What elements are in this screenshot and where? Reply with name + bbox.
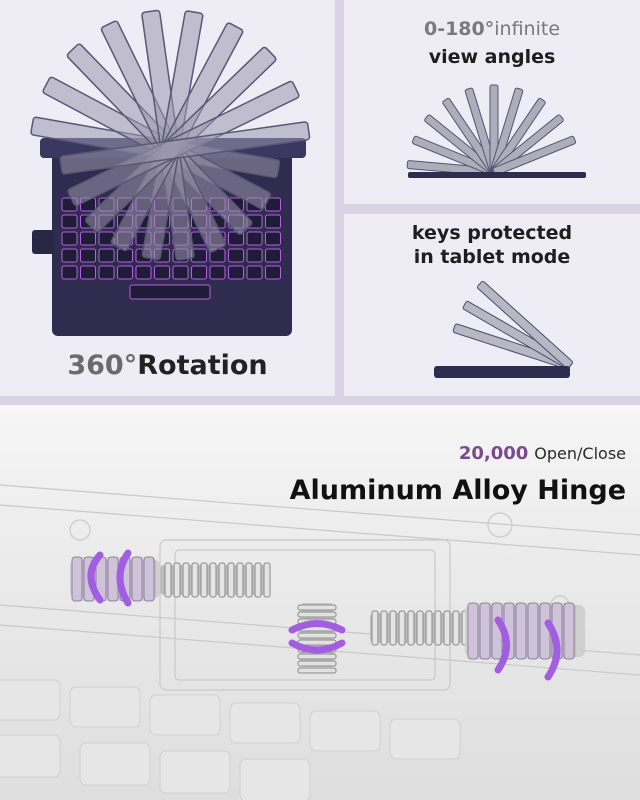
key <box>246 265 263 280</box>
key <box>135 265 152 280</box>
rotation-title: 360°Rotation <box>0 350 335 381</box>
rotation-number: 360° <box>67 350 138 381</box>
view-angles-label: view angles <box>428 46 556 68</box>
rotating-keyboard-illustration <box>30 9 311 336</box>
tablet-mode-base <box>434 366 570 378</box>
key <box>172 265 189 280</box>
tablet-mode-heading: keys protected <box>411 222 573 244</box>
keyboard-keys-bottom <box>0 679 461 800</box>
pencil-holder <box>32 230 54 254</box>
view-angles-panel: 0-180°infinite view angles <box>344 0 640 204</box>
key <box>61 248 78 263</box>
spacebar <box>129 284 211 300</box>
key <box>80 231 96 246</box>
cycle-count: 20,000 <box>458 443 529 464</box>
key <box>265 248 281 263</box>
hinge-illustration <box>0 484 640 800</box>
key <box>61 265 78 280</box>
view-angles-heading: 0-180°infinite <box>344 18 640 40</box>
rotation-panel: 360°Rotation <box>0 0 335 396</box>
fan-tablets <box>406 84 577 177</box>
key <box>209 265 226 280</box>
rotation-label: Rotation <box>137 350 268 381</box>
view-range-suffix: infinite <box>494 18 561 40</box>
hinge-panel: 20,000 Open/Close Aluminum Alloy Hinge <box>0 405 640 800</box>
tablet-mode-panel: keys protected in tablet mode <box>344 214 640 396</box>
cycle-label: Open/Close <box>534 444 626 463</box>
key <box>246 231 263 246</box>
key <box>228 265 244 280</box>
center-screw <box>297 603 337 674</box>
key <box>191 265 207 280</box>
key <box>246 248 263 263</box>
view-range: 0-180° <box>423 18 495 40</box>
key <box>265 214 281 229</box>
fan-illustration <box>406 84 586 178</box>
hinge-title: Aluminum Alloy Hinge <box>289 475 626 506</box>
rotation-arrow-icon <box>87 549 561 681</box>
tablet-positions <box>30 9 311 261</box>
key <box>154 265 170 280</box>
right-spring <box>370 602 585 660</box>
key <box>80 265 96 280</box>
key <box>98 248 115 263</box>
key <box>265 231 281 246</box>
tablet-mode-illustration <box>434 280 574 378</box>
key <box>61 214 78 229</box>
tablet-mode-label: in tablet mode <box>413 246 571 268</box>
key <box>98 265 115 280</box>
fan-keyboard-base <box>408 172 586 178</box>
key <box>265 265 281 280</box>
key <box>61 231 78 246</box>
key <box>228 248 244 263</box>
key <box>117 265 133 280</box>
hinge-durability: 20,000 Open/Close <box>459 443 626 464</box>
tablet-position <box>59 121 311 175</box>
tablet-mode-tablet <box>476 280 574 369</box>
key <box>80 248 96 263</box>
tablet-mode-tablets <box>452 280 574 370</box>
